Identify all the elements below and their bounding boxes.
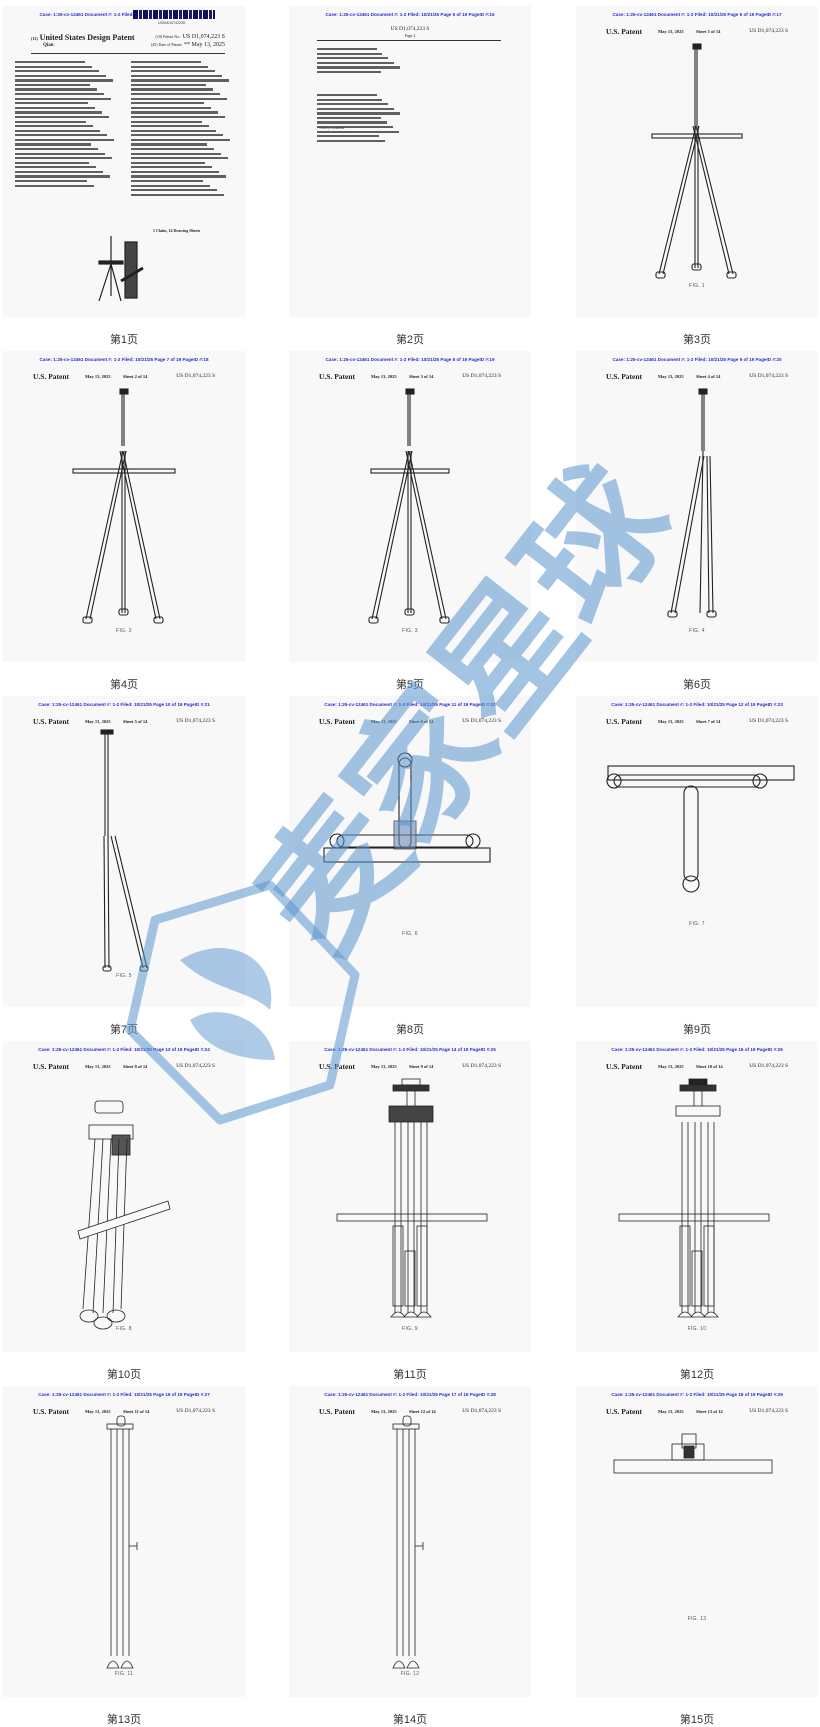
page-caption: 第6页	[576, 676, 818, 692]
figure-label: FIG. 8	[3, 1326, 245, 1332]
page-preview[interactable]: Case: 1:25-cv-12461 Document #: 1-2 File…	[576, 1041, 818, 1352]
page-caption: 第3页	[576, 331, 818, 347]
page-preview[interactable]: Case: 1:25-cv-12461 Document #: 1-2 File…	[289, 351, 531, 662]
figure-label: FIG. 4	[576, 628, 818, 634]
page-caption: 第13页	[3, 1711, 245, 1727]
page-preview[interactable]: Case: 1:25-cv-12461 Document #: 1-2 File…	[576, 696, 818, 1007]
footnote: * cited by examiner	[317, 126, 345, 130]
folded-left-drawing	[3, 1386, 245, 1697]
tripod-front-drawing	[3, 351, 245, 662]
page-preview[interactable]: Case: 1:25-cv-12461 Document #: 1-2 File…	[576, 351, 818, 662]
figure-label: FIG. 2	[3, 628, 245, 634]
page-caption: 第11页	[289, 1366, 531, 1382]
figure-label: FIG. 11	[3, 1671, 245, 1677]
page-preview[interactable]: Case: 1:25-cv-12461 Document #: 1-2 File…	[3, 351, 245, 662]
page-thumbnail[interactable]: Case: 1:25-cv-12461 Document #: 1-2 File…	[576, 1386, 818, 1697]
page-thumbnail[interactable]: Case: 1:25-cv-12461 Document #: 1-2 File…	[576, 6, 818, 317]
page-caption: 第1页	[3, 331, 245, 347]
page-preview[interactable]: Case: 1:25-cv-12461 Document #: 1-2 File…	[576, 6, 818, 317]
folded-front-drawing	[289, 1041, 531, 1352]
folded-right-drawing	[289, 1386, 531, 1697]
body-text-lines	[317, 94, 402, 144]
figure-label: FIG. 3	[289, 628, 531, 634]
page-caption: 第14页	[289, 1711, 531, 1727]
figure-label: FIG. 5	[3, 973, 245, 979]
case-header-line: Case: 1:25-cv-12461 Document #: 1-2 File…	[289, 12, 531, 17]
page-thumbnail[interactable]: Case: 1:25-cv-12461 Document #: 1-2 File…	[289, 351, 531, 662]
page-preview[interactable]: Case: 1:25-cv-12461 Document #: 1-2 File…	[289, 696, 531, 1007]
page-label: Page 2	[289, 33, 531, 38]
figure-label: FIG. 9	[289, 1326, 531, 1332]
figure-label: FIG. 6	[289, 931, 531, 937]
figure-label: FIG. 12	[289, 1671, 531, 1677]
page-thumbnail[interactable]: Case: 1:25-cv-12461 Document #: 1-2 File…	[289, 6, 531, 317]
page-caption: 第12页	[576, 1366, 818, 1382]
page-preview[interactable]: Case: 1:25-cv-12461 Document #: 1-2 File…	[289, 1386, 531, 1697]
page-preview[interactable]: Case: 1:25-cv-12461 Document #: 1-2 File…	[576, 1386, 818, 1697]
page-thumbnail[interactable]: Case: 1:25-cv-12461 Document #: 1-2 File…	[289, 696, 531, 1007]
page-caption: 第5页	[289, 676, 531, 692]
page-thumbnail[interactable]: Case: 1:25-cv-12461 Document #: 1-2 File…	[289, 1041, 531, 1352]
page-thumbnail[interactable]: Case: 1:25-cv-12461 Document #: 1-2 File…	[3, 1041, 245, 1352]
page-thumbnail[interactable]: Case: 1:25-cv-12461 Document #: 1-2 File…	[289, 1386, 531, 1697]
page-caption: 第10页	[3, 1366, 245, 1382]
figure-label: FIG. 13	[576, 1616, 818, 1622]
page-preview[interactable]: Case: 1:25-cv-12461 Document #: 1-2 File…	[3, 1041, 245, 1352]
page-caption: 第15页	[576, 1711, 818, 1727]
divider	[317, 40, 501, 41]
tripod-bottom-drawing	[576, 696, 818, 1007]
page-thumbnail[interactable]: Case: 1:25-cv-12461 Document #: 1-2 File…	[3, 351, 245, 662]
tripod-rear-drawing	[289, 351, 531, 662]
page-thumbnail[interactable]: Case: 1:25-cv-12461 Document #: 1-2 File…	[576, 1041, 818, 1352]
folded-rear-drawing	[576, 1041, 818, 1352]
tripod-left-drawing	[576, 351, 818, 662]
page-thumbnail[interactable]: Case: 1:25-cv-12461 Document #: 1-2 File…	[3, 6, 245, 317]
page-preview[interactable]: Case: 1:25-cv-12461 Document #: 1-2 File…	[3, 1386, 245, 1697]
tripod-perspective-drawing	[576, 6, 818, 317]
page-preview[interactable]: Case: 1:25-cv-12461 Document #: 1-2 File…	[3, 6, 245, 317]
page-caption: 第9页	[576, 1021, 818, 1037]
page-caption: 第7页	[3, 1021, 245, 1037]
folded-top-drawing	[576, 1386, 818, 1697]
folded-perspective-drawing	[3, 1041, 245, 1352]
page-preview[interactable]: Case: 1:25-cv-12461 Document #: 1-2 File…	[3, 696, 245, 1007]
page-caption: 第8页	[289, 1021, 531, 1037]
figure-label: FIG. 10	[576, 1326, 818, 1332]
figure-label: FIG. 7	[576, 921, 818, 927]
tripod-right-drawing	[3, 696, 245, 1007]
page-caption: 第4页	[3, 676, 245, 692]
page-caption: 第2页	[289, 331, 531, 347]
page-thumbnail[interactable]: Case: 1:25-cv-12461 Document #: 1-2 File…	[3, 1386, 245, 1697]
page-preview[interactable]: Case: 1:25-cv-12461 Document #: 1-2 File…	[289, 1041, 531, 1352]
body-text-lines	[317, 48, 402, 75]
page-thumbnail[interactable]: Case: 1:25-cv-12461 Document #: 1-2 File…	[3, 696, 245, 1007]
patent-number: US D1,074,223 S	[289, 26, 531, 32]
page-preview[interactable]: Case: 1:25-cv-12461 Document #: 1-2 File…	[289, 6, 531, 317]
page-thumbnail[interactable]: Case: 1:25-cv-12461 Document #: 1-2 File…	[576, 351, 818, 662]
tripod-top-drawing	[289, 696, 531, 1007]
page-thumbnail[interactable]: Case: 1:25-cv-12461 Document #: 1-2 File…	[576, 696, 818, 1007]
figure-label: FIG. 1	[576, 283, 818, 289]
cover-drawing	[3, 6, 245, 317]
